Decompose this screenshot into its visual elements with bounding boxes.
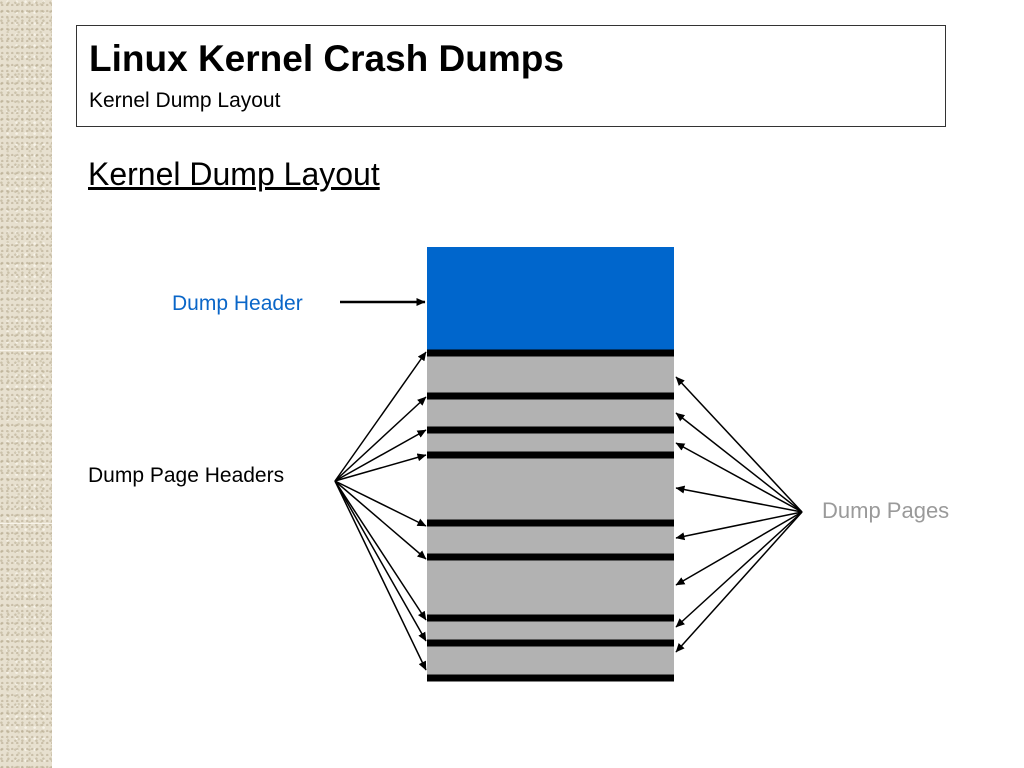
page-header-arrow <box>334 480 427 527</box>
dump-pages-block <box>427 353 674 679</box>
strip-divider <box>0 523 52 524</box>
page-header-bar <box>427 639 674 647</box>
section-heading: Kernel Dump Layout <box>88 156 380 192</box>
page-header-arrow <box>334 429 427 482</box>
dump-page-arrow <box>675 511 803 628</box>
decorative-side-strip <box>0 0 52 768</box>
title-box: Linux Kernel Crash Dumps Kernel Dump Lay… <box>76 25 946 127</box>
page-header-arrow <box>334 480 427 671</box>
page-header-arrow <box>334 480 427 642</box>
dump-page-headers-label: Dump Page Headers <box>88 464 285 487</box>
dump-pages-label: Dump Pages <box>822 498 950 523</box>
page-header-arrow <box>334 396 427 482</box>
dump-page-arrow <box>675 511 803 586</box>
dump-page-arrow <box>675 511 803 541</box>
page-header-arrow <box>334 480 427 621</box>
dump-page-arrow <box>675 442 803 513</box>
dump-page-arrow <box>675 412 803 513</box>
page-header-bar <box>427 426 674 434</box>
page-header-bars <box>427 349 674 682</box>
dump-page-arrows <box>675 376 803 653</box>
slide-subtitle: Kernel Dump Layout <box>89 89 281 112</box>
dump-page-arrow <box>675 511 803 653</box>
page-header-bar <box>427 392 674 400</box>
dump-page-arrow <box>675 376 803 513</box>
page-header-arrow <box>334 480 427 560</box>
page-header-bar <box>427 553 674 561</box>
dump-page-arrow <box>675 485 803 513</box>
page-header-bar <box>427 349 674 357</box>
slide-title: Linux Kernel Crash Dumps <box>89 38 564 79</box>
dump-header-block <box>427 247 674 353</box>
page-header-arrows <box>334 351 427 671</box>
page-header-bar <box>427 674 674 682</box>
dump-header-label: Dump Header <box>172 292 303 315</box>
strip-divider <box>0 350 52 351</box>
page-header-arrow <box>334 351 427 482</box>
page-header-bar <box>427 451 674 459</box>
page-header-arrow <box>334 453 427 482</box>
page-header-bar <box>427 614 674 622</box>
page-header-bar <box>427 519 674 527</box>
